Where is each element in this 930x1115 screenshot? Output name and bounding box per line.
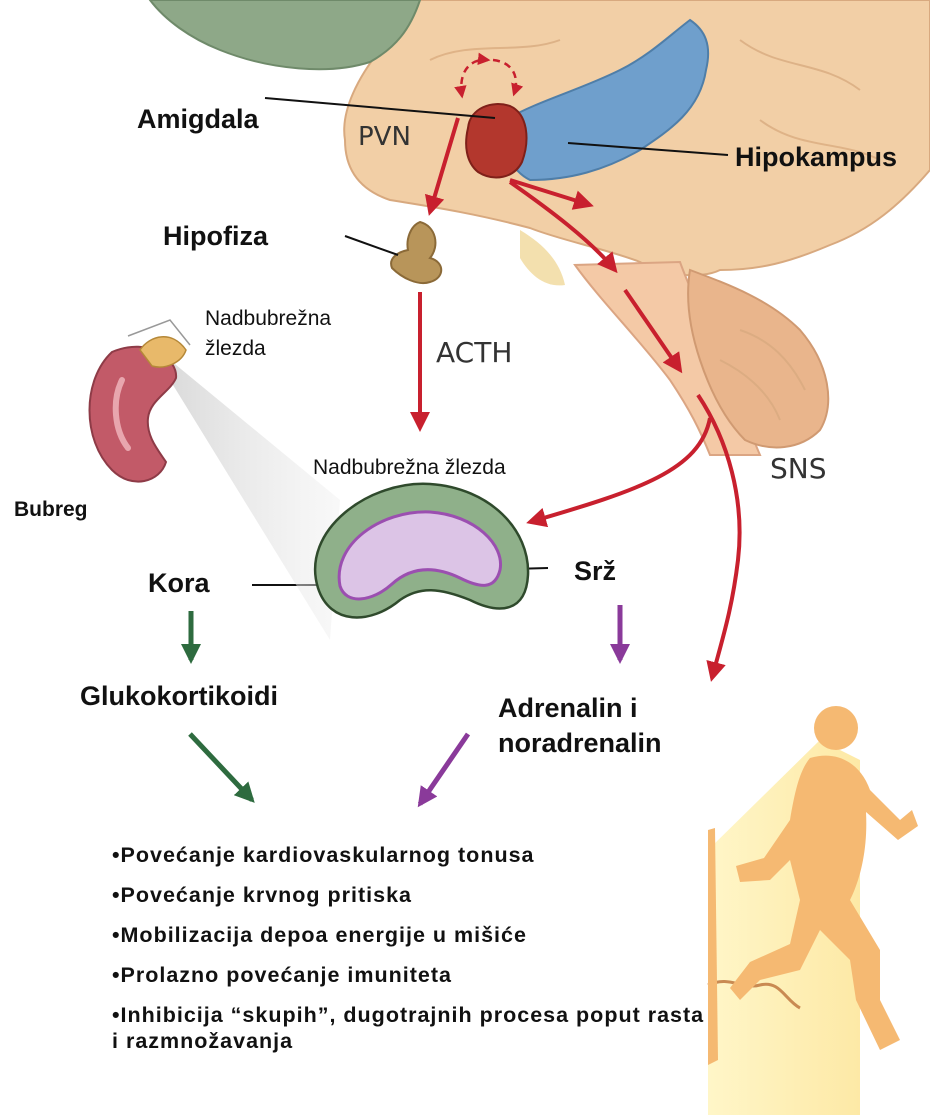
medulla-label: Srž: [574, 556, 616, 586]
pituitary-label: Hipofiza: [163, 221, 269, 251]
amygdala-label: Amigdala: [137, 104, 260, 134]
effect-blood-pressure: •Povećanje krvnog pritiska: [112, 882, 712, 908]
zoom-projection-beam: [165, 360, 340, 640]
sns-to-adrenal-arrow: [530, 418, 710, 522]
catecholamines-label-line1: Adrenalin i: [498, 693, 638, 723]
hippocampus-label: Hipokampus: [735, 142, 897, 172]
effect-inhibition-growth-reproduction: •Inhibicija “skupih”, dugotrajnih proces…: [112, 1002, 712, 1054]
effect-cardiovascular-tone: •Povećanje kardiovaskularnog tonusa: [112, 842, 712, 868]
sns-label: SNS: [770, 452, 827, 485]
kidney-icon: [90, 320, 191, 482]
cortex-label: Kora: [148, 568, 210, 598]
glucocorticoids-label: Glukokortikoidi: [80, 681, 278, 711]
adrenal-gland-cross-section: [315, 484, 528, 618]
pvn-label: PVN: [358, 122, 411, 152]
glucocorticoids-to-effects-arrow: [190, 734, 252, 800]
effect-energy-mobilization: •Mobilizacija depoa energije u mišiće: [112, 922, 712, 948]
adrenal-small-label-line1: Nadbubrežna: [205, 307, 331, 330]
catecholamines-label-line2: noradrenalin: [498, 728, 662, 758]
acth-label: ACTH: [436, 336, 512, 369]
adrenal-gland-label: Nadbubrežna žlezda: [313, 456, 506, 479]
kidney-label: Bubreg: [14, 498, 88, 521]
effect-immunity: •Prolazno povećanje imuniteta: [112, 962, 712, 988]
effects-list: •Povećanje kardiovaskularnog tonusa •Pov…: [112, 842, 712, 1054]
catecholamines-to-effects-arrow: [420, 734, 468, 804]
runner-silhouette-icon: [708, 706, 918, 1115]
amygdala-shape: [466, 104, 526, 177]
pituitary-leader-line: [345, 236, 398, 255]
adrenal-small-label-line2: žlezda: [205, 337, 266, 360]
pituitary-shape: [391, 222, 441, 283]
